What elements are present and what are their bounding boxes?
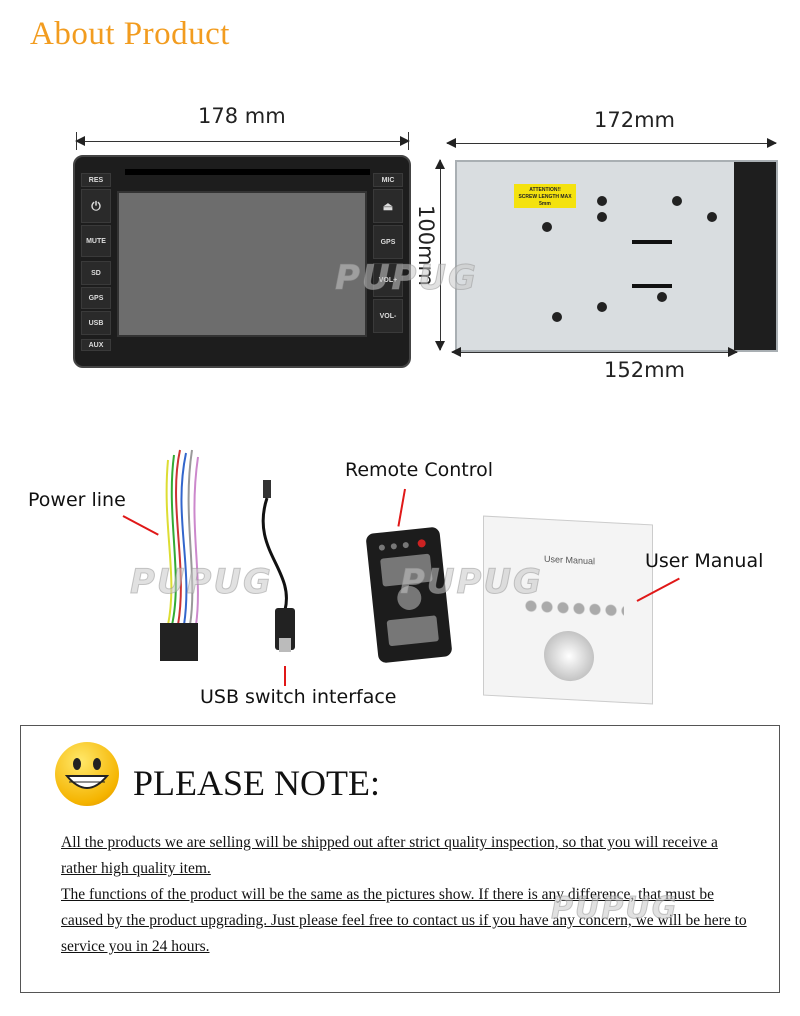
remote-control-label: Remote Control [345,459,494,481]
usb-interface-label: USB switch interface [200,686,397,708]
slot [632,284,672,288]
smiley-icon [55,742,119,806]
front-width-dimension-line [75,136,410,146]
attention-sticker: ATTENTION!! SCREW LENGTH MAX 5mm [514,184,576,208]
note-paragraph: The functions of the product will be the… [61,886,747,955]
side-faceplate [734,162,776,350]
disc-slot [125,169,370,175]
sd-card-icon: SD [81,261,111,285]
mic-label: MIC [373,173,403,187]
dimension-tick [408,132,409,150]
manual-cover-globe [544,629,594,683]
sticker-line: 5mm [539,201,551,207]
touch-screen [117,191,367,337]
mount-hole [672,196,682,206]
note-text: All the products we are selling will be … [61,830,751,960]
gps-button: GPS [373,225,403,259]
sticker-line: ATTENTION!! [529,187,561,193]
gps-slot-label: GPS [81,287,111,309]
depth-dimension-line [451,347,738,357]
remote-control-image [365,526,453,664]
page-title: About Product [30,16,230,52]
pointer-line [284,666,286,686]
pointer-line [122,515,159,536]
head-unit-side-image: ATTENTION!! SCREW LENGTH MAX 5mm [455,160,778,352]
pointer-line [397,488,406,527]
watermark: PUPUG [130,562,273,603]
side-width-dimension-line [446,138,777,148]
mount-hole [552,312,562,322]
power-line-harness-image [158,445,208,665]
res-button: RES [81,173,111,187]
mount-hole [707,212,717,222]
mount-hole [657,292,667,302]
watermark: PUPUG [400,562,543,603]
note-heading: PLEASE NOTE: [133,763,380,803]
mute-button: MUTE [81,225,111,257]
watermark: PUPUG [335,258,478,299]
user-manual-label: User Manual [645,550,764,572]
manual-cover-title: User Manual [544,553,596,567]
sticker-line: SCREW LENGTH MAX [518,194,572,200]
side-width-label: 172mm [594,108,675,132]
depth-label: 152mm [604,358,685,382]
watermark: PUPUG [550,891,679,927]
power-icon: ⏻ [81,189,111,223]
volume-down-button: VOL- [373,299,403,333]
mount-hole [597,212,607,222]
power-line-label: Power line [28,489,126,511]
dimension-tick [76,132,77,150]
mount-hole [542,222,552,232]
mount-hole [597,196,607,206]
head-unit-front-image: RES ⏻ MUTE SD GPS USB AUX MIC ⏏ GPS VOL+… [73,155,411,368]
please-note-box: PLEASE NOTE: All the products we are sel… [20,725,780,993]
aux-port: AUX [81,339,111,351]
eject-icon: ⏏ [373,189,403,223]
slot [632,240,672,244]
usb-cable-image [255,480,305,660]
user-manual-image: User Manual [483,515,653,705]
usb-icon: USB [81,311,111,335]
front-width-label: 178 mm [198,104,286,128]
volume-up-button: VOL+ [373,263,403,297]
note-paragraph: All the products we are selling will be … [61,834,718,877]
height-dimension-line [435,159,445,351]
mount-hole [597,302,607,312]
